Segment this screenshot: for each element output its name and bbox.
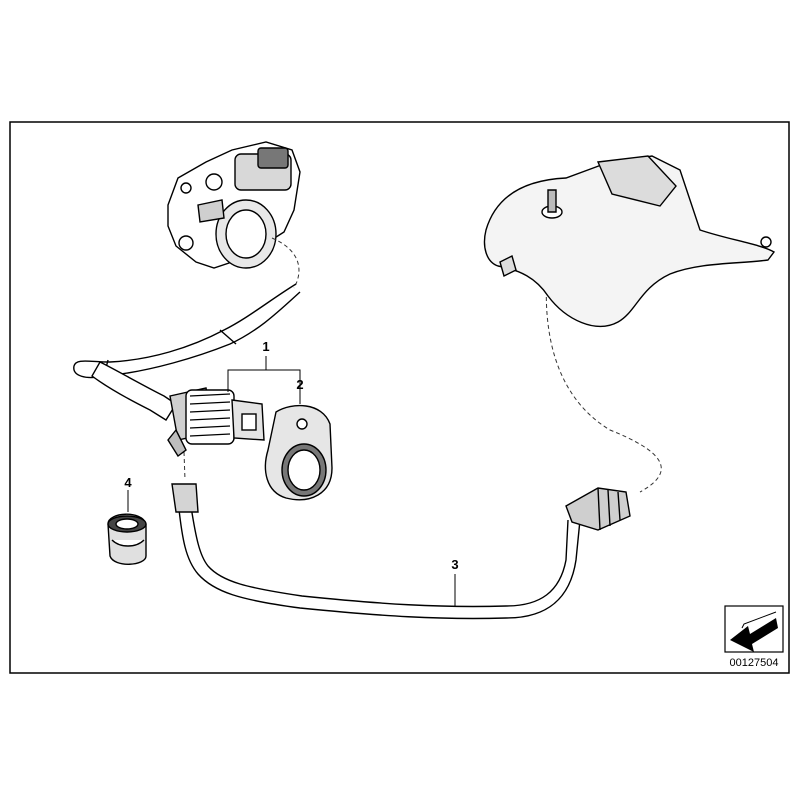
callout-4: 4 bbox=[124, 475, 132, 490]
direction-arrow-icon bbox=[724, 605, 784, 653]
throttle-body bbox=[167, 141, 301, 269]
leader-lines bbox=[127, 356, 456, 606]
fuel-tank bbox=[483, 155, 776, 327]
callout-2: 2 bbox=[296, 377, 303, 392]
part-1-valve bbox=[167, 387, 265, 458]
part-2-bracket bbox=[264, 404, 333, 501]
callout-3: 3 bbox=[451, 557, 458, 572]
part-4-grommet bbox=[107, 513, 147, 565]
callout-1: 1 bbox=[262, 339, 269, 354]
part-number: 00127504 bbox=[730, 657, 779, 669]
connection-dashed-lines bbox=[183, 237, 662, 493]
part-3-hose bbox=[171, 483, 631, 620]
valve-inlet-hose bbox=[91, 361, 177, 421]
diagram-frame bbox=[9, 121, 790, 674]
